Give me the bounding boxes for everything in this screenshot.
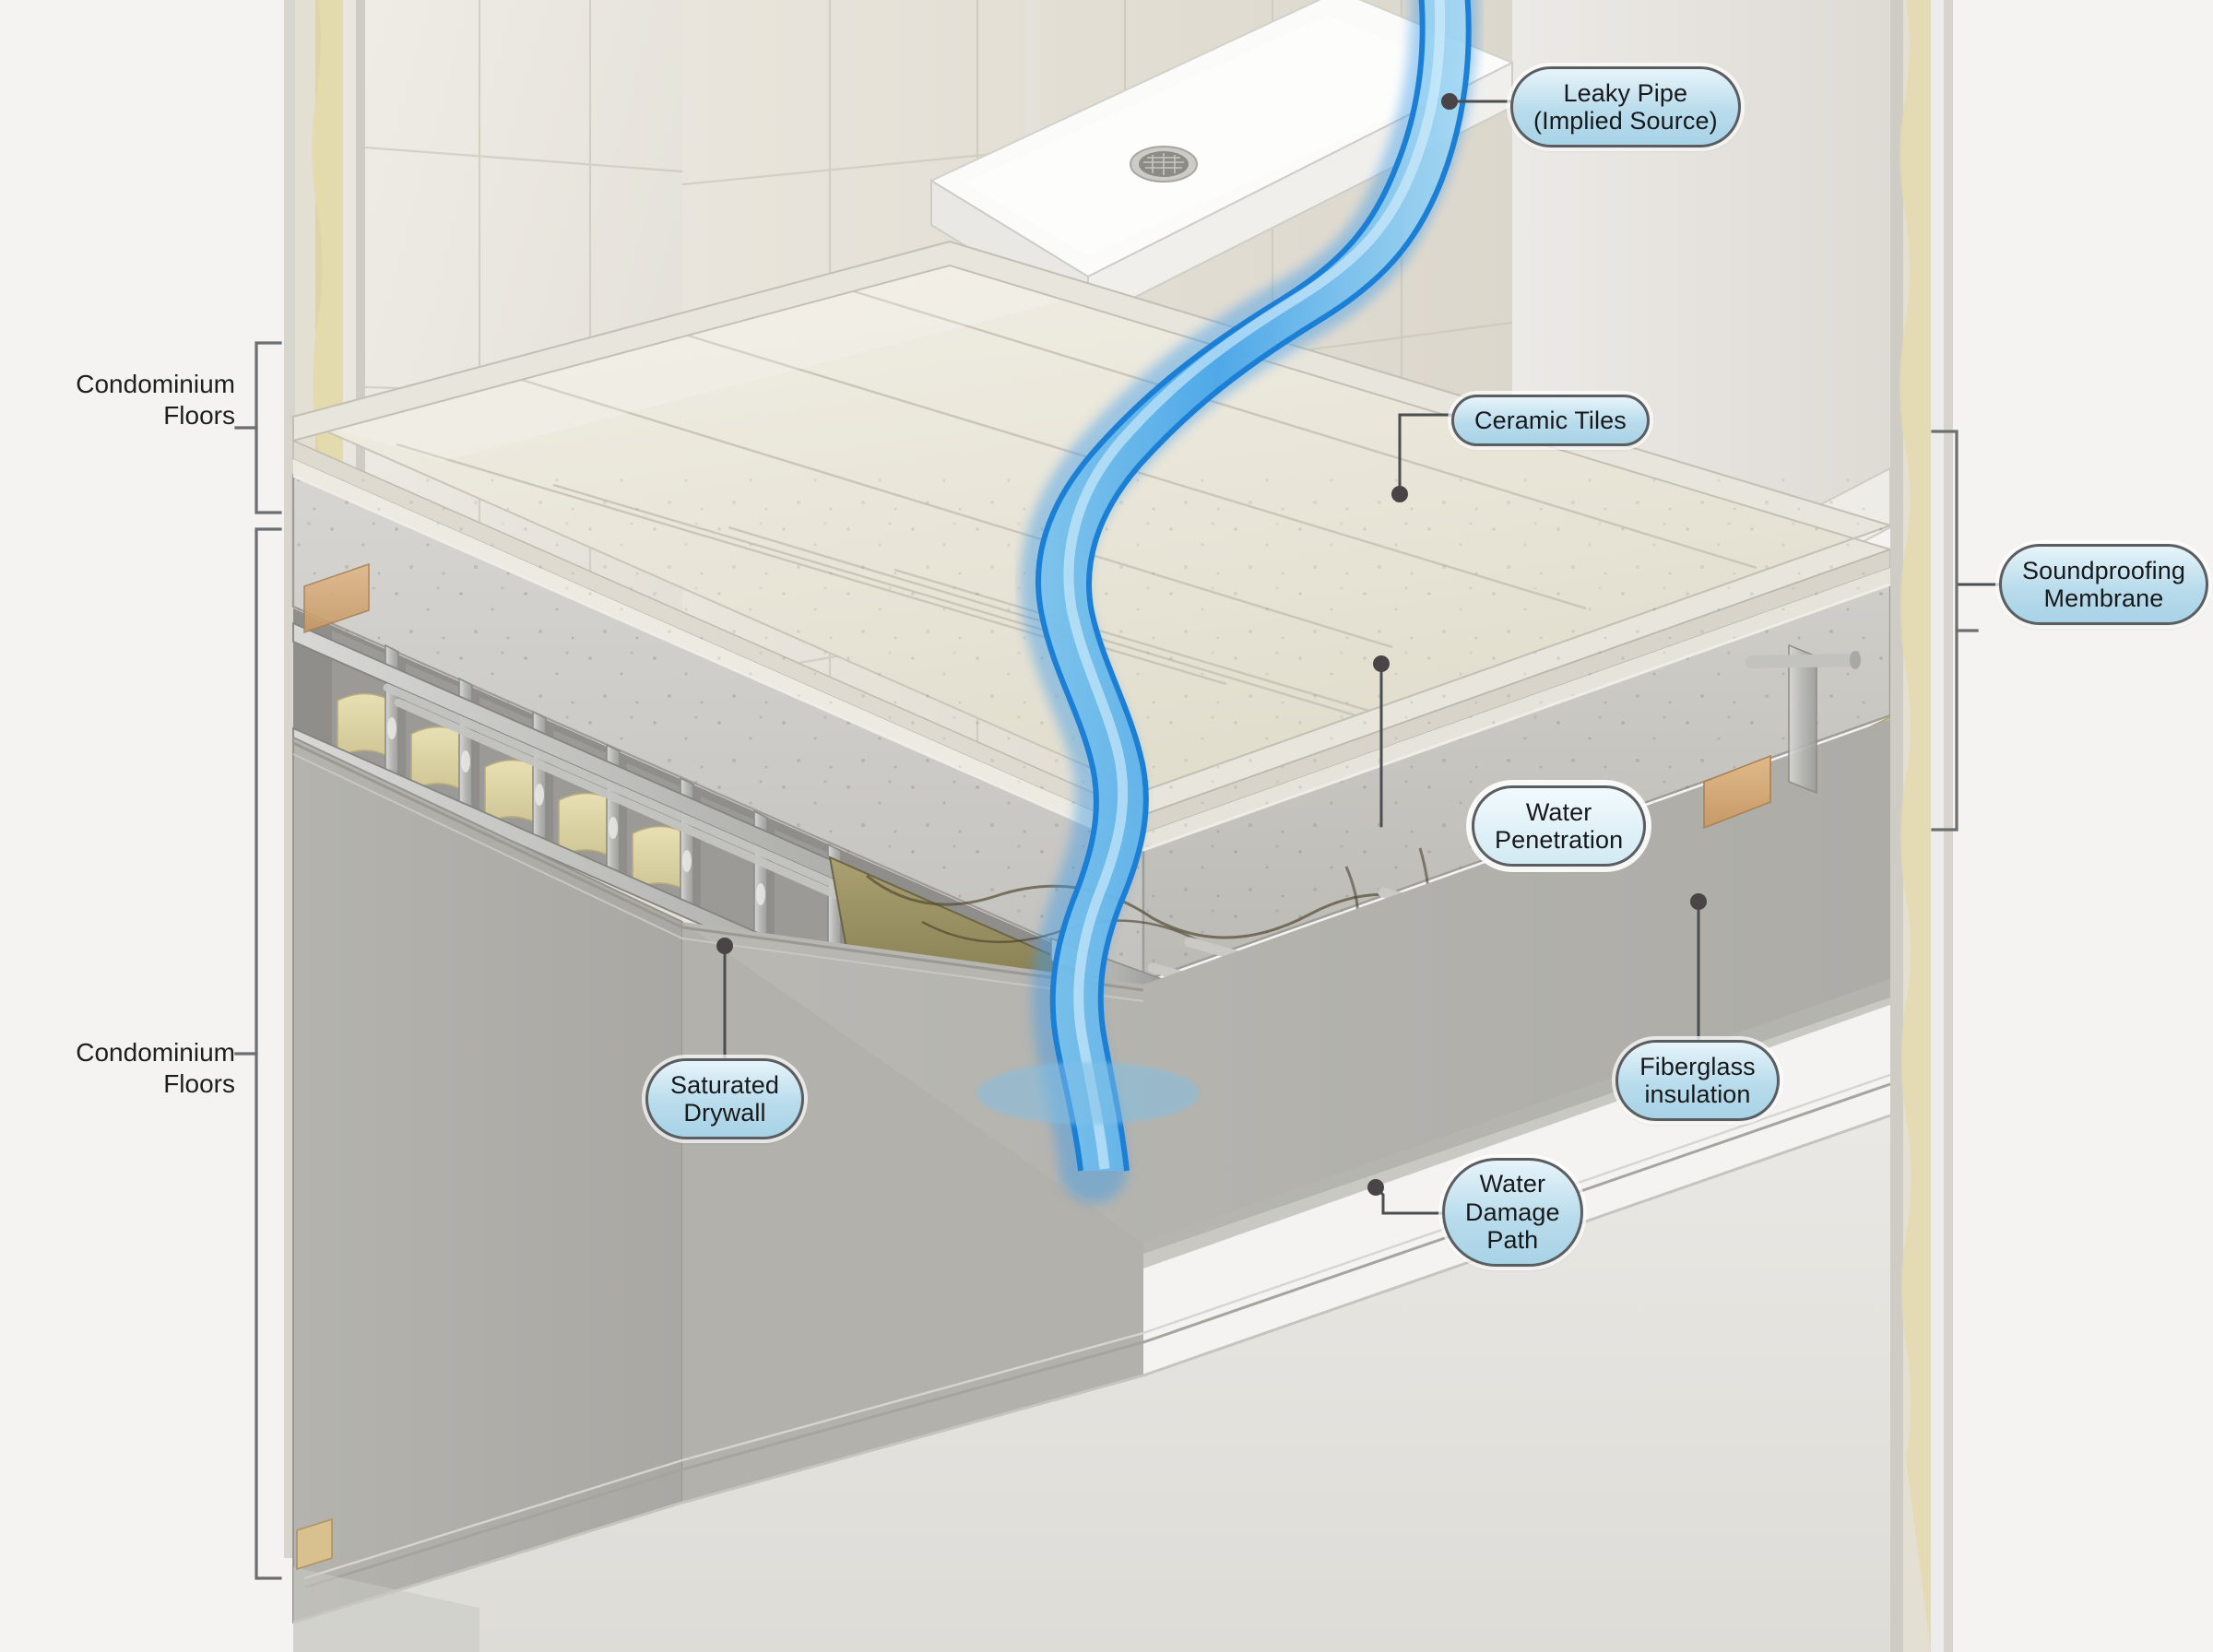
- callout-soundproofing-membrane[interactable]: Soundproofing Membrane: [1999, 544, 2208, 625]
- leader-line-ceramic-tiles: [1398, 413, 1453, 496]
- callout-fiberglass-insulation[interactable]: Fiberglass insulation: [1615, 1040, 1780, 1121]
- callout-ceramic-tiles[interactable]: Ceramic Tiles: [1451, 395, 1650, 446]
- bracket-condominium-floors-upper: [254, 341, 282, 514]
- bracket-label-condominium-floors-upper: Condominium Floors: [76, 370, 235, 431]
- leader-line-water-damage-path: [1374, 1186, 1444, 1215]
- leader-dot-saturated-drywall: [716, 938, 733, 954]
- leader-dot-ceramic-tiles: [1391, 486, 1408, 502]
- leader-dot-water-damage-path: [1367, 1179, 1384, 1196]
- bracket-label-condominium-floors-lower: Condominium Floors: [76, 1038, 235, 1099]
- callout-saturated-drywall[interactable]: Saturated Drywall: [645, 1058, 804, 1139]
- bracket-condominium-floors-lower: [254, 527, 282, 1580]
- callout-water-damage-path[interactable]: Water Damage Path: [1442, 1158, 1583, 1267]
- callout-leaky-pipe[interactable]: Leaky Pipe (Implied Source): [1510, 66, 1741, 148]
- leader-dot-water-penetration: [1373, 655, 1390, 672]
- leader-dot-fiberglass-insulation: [1690, 893, 1707, 910]
- leader-dot-leaky-pipe: [1441, 93, 1458, 110]
- callout-water-penetration[interactable]: Water Penetration: [1472, 785, 1647, 867]
